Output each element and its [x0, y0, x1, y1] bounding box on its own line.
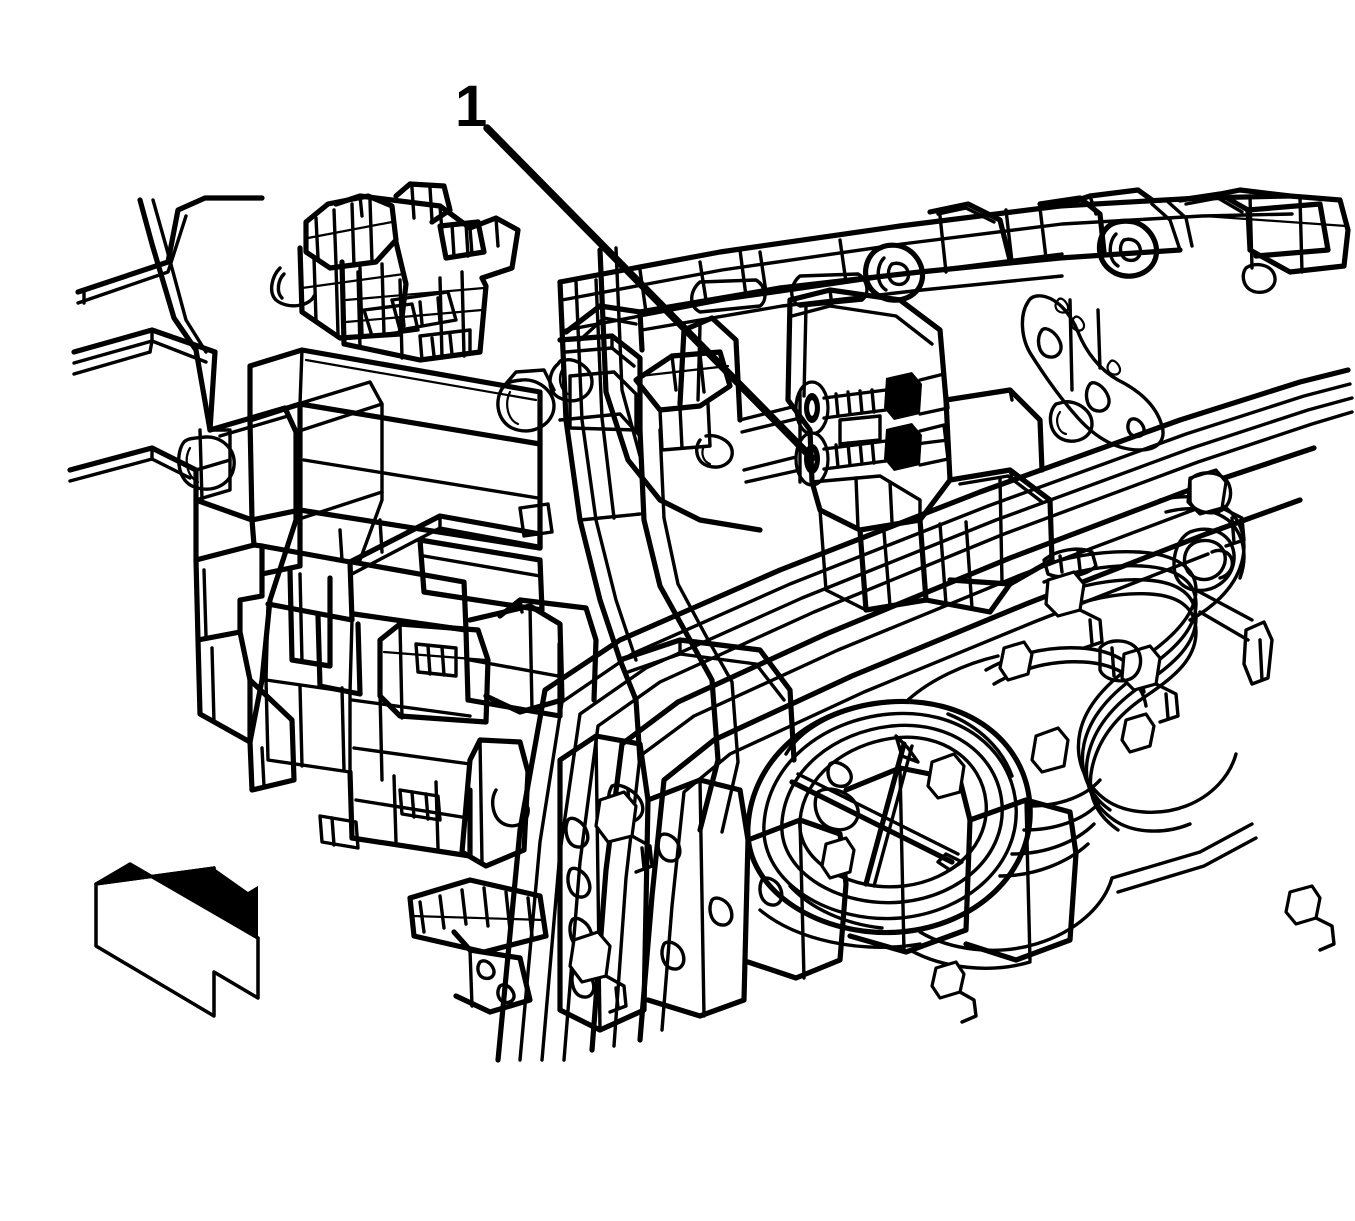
lower-right-inner-panel-group: [820, 471, 1233, 963]
harness-clip-7: [1120, 712, 1156, 754]
retaining-bolts-group: [738, 372, 950, 487]
panel-fastener-3: [820, 836, 856, 880]
harness-clip-6: [998, 640, 1034, 682]
panel-bolt-lower: [568, 930, 612, 984]
harness-clip-2: [1044, 570, 1086, 618]
callout-number-1: 1: [455, 74, 488, 139]
panel-bolt-upper: [594, 790, 638, 844]
wiring-harness-group: [758, 495, 1274, 970]
orientation-arrow-group: [94, 862, 260, 1018]
panel-fastener-2: [1030, 726, 1070, 774]
callout-1-leader-line: [483, 124, 816, 462]
center-brace-group: [496, 246, 797, 834]
upper-left-brace-group: [67, 195, 384, 745]
lower-left-bracket-group: [377, 597, 599, 1015]
callout-1-leader: [483, 124, 816, 462]
mid-left-panel-group: [177, 347, 563, 859]
grille-vent-panel: [407, 877, 549, 955]
panel-fastener-1: [926, 752, 966, 800]
retaining-bolt-upper-head: [884, 372, 922, 420]
top-center-module-group: [269, 181, 521, 363]
upper-truss-group: [557, 187, 1351, 332]
lower-center-rib-panel-group: [557, 733, 849, 1033]
